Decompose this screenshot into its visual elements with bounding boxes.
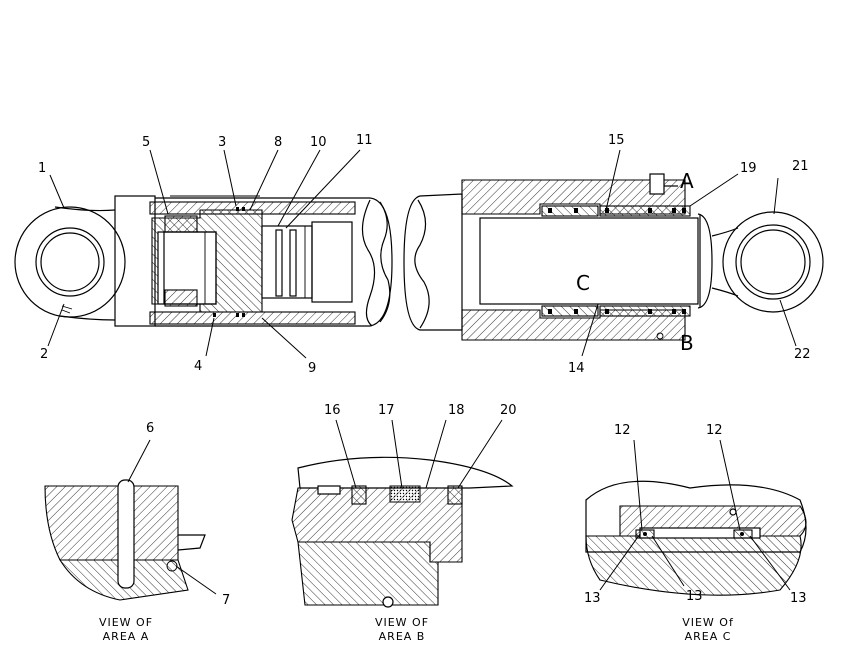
- area-letters: A B C: [576, 169, 694, 355]
- callout-17: 17: [378, 403, 395, 418]
- area-letter-b: B: [680, 331, 694, 355]
- callout-19-area-b: 20: [500, 403, 517, 418]
- callout-8: 8: [274, 135, 282, 150]
- callout-1: 1: [38, 161, 46, 176]
- callout-13c: 13: [790, 591, 807, 606]
- callout-2: 2: [40, 347, 48, 362]
- callout-13b: 13: [686, 589, 703, 604]
- caption-area-b-line1: VIEW OF: [375, 616, 429, 629]
- callout-3: 3: [218, 135, 226, 150]
- left-rod-eye: [14, 206, 126, 321]
- callout-14: 14: [568, 361, 585, 376]
- callout-13a: 13: [584, 591, 601, 606]
- callout-12a: 12: [614, 423, 631, 438]
- caption-area-c-line1: VIEW Of: [682, 616, 734, 629]
- caption-area-a-line1: VIEW OF: [99, 616, 153, 629]
- rod-end-section: [403, 173, 824, 341]
- area-letter-c: C: [576, 271, 590, 295]
- callout-21: 21: [792, 159, 809, 174]
- view-captions: VIEW OF AREA A VIEW OF AREA B VIEW Of AR…: [99, 616, 734, 643]
- callout-19: 19: [740, 161, 757, 176]
- callout-7: 7: [222, 593, 230, 608]
- caption-area-b-line2: AREA B: [379, 630, 426, 643]
- right-rod-eye: [711, 211, 824, 313]
- area-letter-a: A: [680, 169, 694, 193]
- head-end-section: [14, 195, 393, 327]
- callout-12b: 12: [706, 423, 723, 438]
- callout-numbers: 1 2 3 4 5 6 7 8 9 10 11 12 12 13 13 13 1…: [38, 133, 811, 608]
- caption-area-c-line2: AREA C: [685, 630, 732, 643]
- callout-15: 15: [608, 133, 625, 148]
- callout-5: 5: [142, 135, 150, 150]
- leader-lines: [47, 149, 797, 595]
- view-area-b: [291, 456, 514, 608]
- callout-4: 4: [194, 359, 202, 374]
- callout-22: 22: [794, 347, 811, 362]
- callout-9: 9: [308, 361, 316, 376]
- caption-area-a-line2: AREA A: [103, 630, 150, 643]
- callout-18: 18: [448, 403, 465, 418]
- callout-10: 10: [310, 135, 327, 150]
- callout-16: 16: [324, 403, 341, 418]
- view-area-c: [585, 480, 807, 596]
- view-area-a: [44, 479, 206, 601]
- callout-6: 6: [146, 421, 154, 436]
- callout-11: 11: [356, 133, 373, 148]
